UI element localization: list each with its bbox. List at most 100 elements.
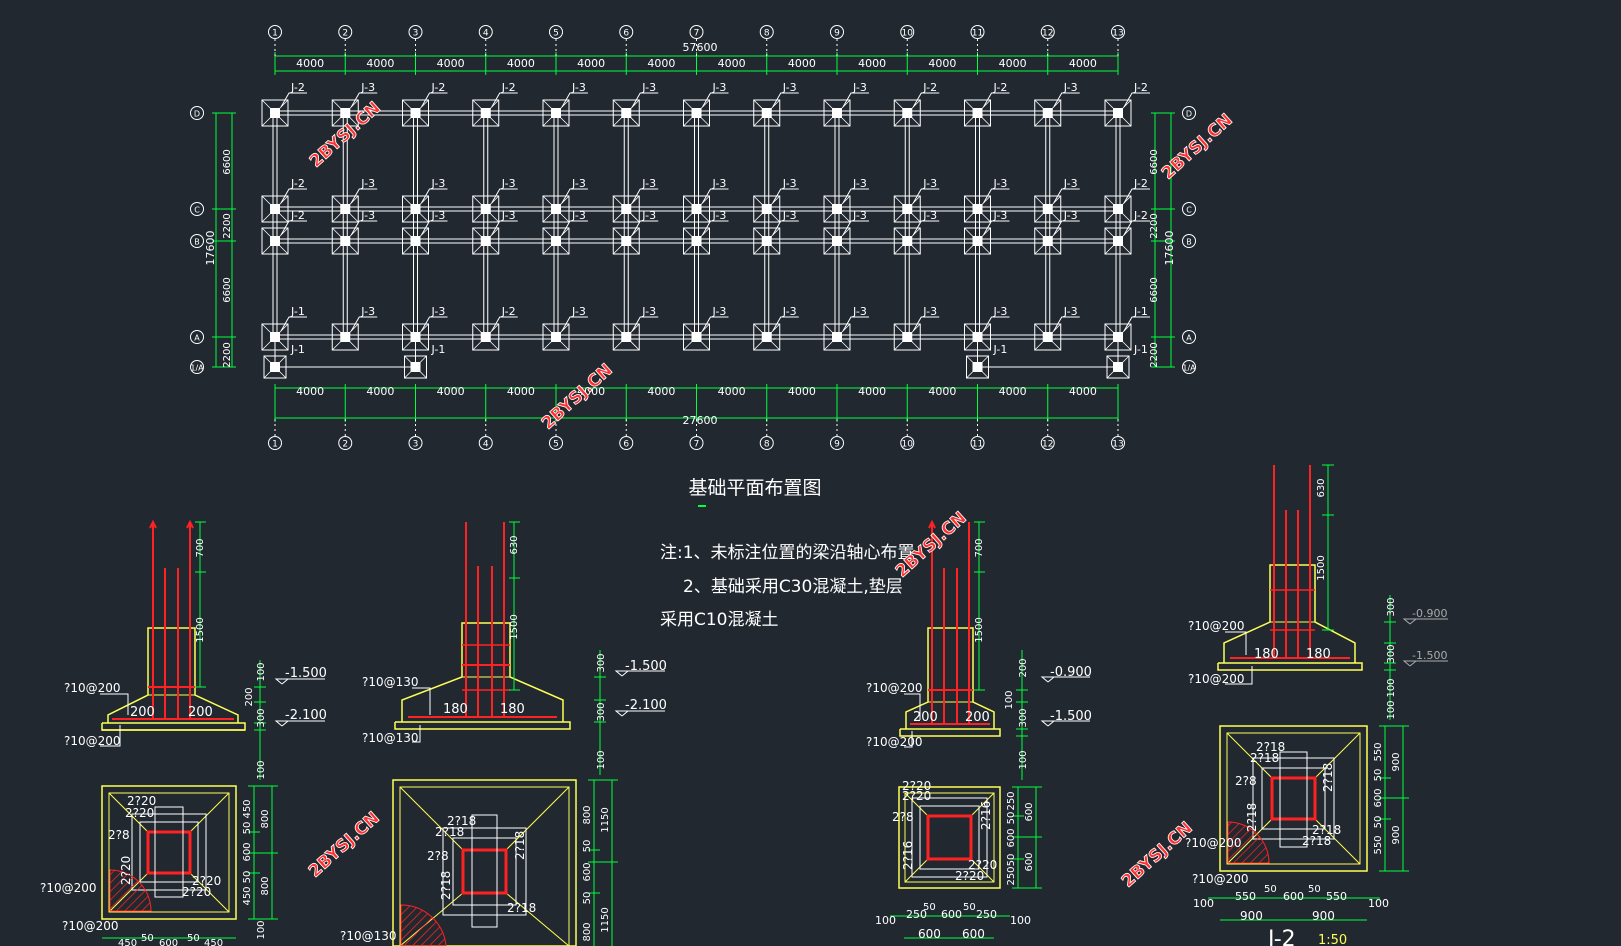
axis-label: 9	[834, 440, 840, 450]
footing-outline	[472, 99, 500, 127]
overall-dim-bottom: 27600	[683, 414, 718, 427]
footing-tag: J-2	[501, 81, 516, 94]
d3-dim-200: 200	[1018, 658, 1029, 677]
column	[340, 108, 351, 118]
axis-bubble	[408, 25, 423, 39]
column	[1113, 332, 1123, 342]
tag-leader	[772, 92, 799, 108]
d3-bar-6: 2?20	[968, 858, 997, 872]
span-dim-top: 4000	[999, 57, 1027, 70]
d3-plan-dim-50b: 50	[1006, 854, 1017, 867]
span-dim-bottom: 4000	[858, 385, 886, 398]
tag-leader	[842, 188, 869, 204]
footing-tag: J-2	[290, 81, 305, 94]
d4-bot-dim-50b: 50	[1308, 884, 1321, 895]
note-line-2: 2、基础采用C30混凝土,垫层	[683, 577, 903, 597]
d3-dim-100a: 100	[1004, 690, 1015, 709]
axis-label: 13	[1112, 29, 1123, 39]
column	[1042, 236, 1053, 246]
d4-bot-dim-550b: 550	[1326, 890, 1347, 903]
footing-tag: J-3	[571, 305, 586, 318]
d1-step-right: 200	[188, 705, 213, 720]
column	[480, 204, 491, 214]
axis-bubble	[338, 25, 353, 39]
axis-label: 6	[623, 29, 629, 39]
column	[340, 204, 351, 214]
tag-leader	[491, 188, 518, 204]
column	[902, 332, 913, 342]
tag-leader	[772, 220, 799, 236]
footing-tag: J-3	[641, 305, 656, 318]
d4-dim-630: 630	[1316, 478, 1327, 497]
footing-tag: J-1	[290, 305, 305, 318]
footing-outline	[472, 227, 500, 255]
tag-leader	[912, 92, 940, 108]
column	[1042, 108, 1053, 118]
axis-label: B	[194, 238, 200, 247]
footing-outline	[964, 227, 991, 255]
d3-step-right: 200	[965, 710, 990, 725]
column	[270, 362, 280, 372]
column	[270, 236, 280, 246]
footing-tag: J-3	[431, 177, 446, 190]
d4-plan-dim-550b: 550	[1373, 835, 1384, 854]
axis-bubble	[478, 436, 493, 450]
footing-outline	[472, 323, 500, 351]
column	[621, 332, 632, 342]
axis-bubble	[549, 436, 563, 450]
footing-tag: J-1	[993, 343, 1008, 356]
axis-label: D	[1186, 110, 1192, 119]
d3-dim-1500: 1500	[974, 617, 985, 642]
footing-outline	[402, 227, 429, 255]
d2-step-left: 180	[443, 702, 468, 717]
column	[1113, 236, 1123, 246]
column	[1042, 332, 1053, 342]
notes: 注:1、未标注位置的梁沿轴心布置 2、基础采用C30混凝土,垫层 采用C10混凝…	[660, 543, 915, 630]
column	[832, 204, 842, 214]
axis-bubble	[408, 436, 423, 450]
footing-outline	[893, 99, 921, 127]
tag-leader	[280, 188, 307, 204]
footing-tag: J-3	[360, 305, 375, 318]
span-dim-top: 4000	[366, 57, 394, 70]
d2-step-right: 180	[500, 702, 525, 717]
footing-outline	[893, 195, 921, 223]
d3-bot-dim-100b: 100	[1010, 914, 1031, 927]
footing-outline	[753, 195, 781, 223]
d2-bar-4: 2?18	[513, 831, 527, 860]
span-dim-top: 4000	[718, 57, 746, 70]
d3-plan-dim-250a: 250	[1006, 791, 1017, 810]
vdim-left-3: 6600	[222, 277, 233, 302]
footing-outline	[261, 195, 289, 223]
footing-outline	[261, 323, 289, 351]
footing-tag: J-1	[1133, 343, 1148, 356]
d4-bot-dim-600: 600	[1283, 890, 1304, 903]
footing-tag: J-3	[782, 305, 797, 318]
footing-tag: J-2	[1133, 81, 1148, 94]
footing-outline	[404, 355, 427, 379]
span-dim-top: 4000	[577, 57, 605, 70]
footing-outline	[893, 323, 921, 351]
d1-plan-rebar-1: ?10@200	[40, 881, 97, 895]
overall-dim-top: 57600	[683, 41, 718, 54]
axis-label: 4	[483, 440, 489, 450]
column	[410, 204, 421, 214]
d4-bot-dim-550a: 550	[1235, 890, 1256, 903]
d3-bar-2: 2?20	[902, 789, 931, 803]
footing-outline	[542, 227, 570, 255]
tag-leader	[631, 92, 659, 108]
axis-label: C	[1186, 206, 1192, 215]
footing-outline	[1106, 355, 1130, 379]
column	[551, 332, 561, 342]
column	[972, 236, 983, 246]
tag-leader	[983, 92, 1010, 108]
column	[902, 236, 913, 246]
column	[1113, 362, 1123, 372]
footing-outline	[612, 195, 640, 223]
d4-bot-dim-900a: 900	[1240, 909, 1263, 923]
d1-plan-dim-450b: 450	[242, 886, 253, 905]
footing-tag: J-3	[782, 177, 797, 190]
footing-tag: J-3	[993, 177, 1008, 190]
tag-leader	[702, 316, 729, 332]
